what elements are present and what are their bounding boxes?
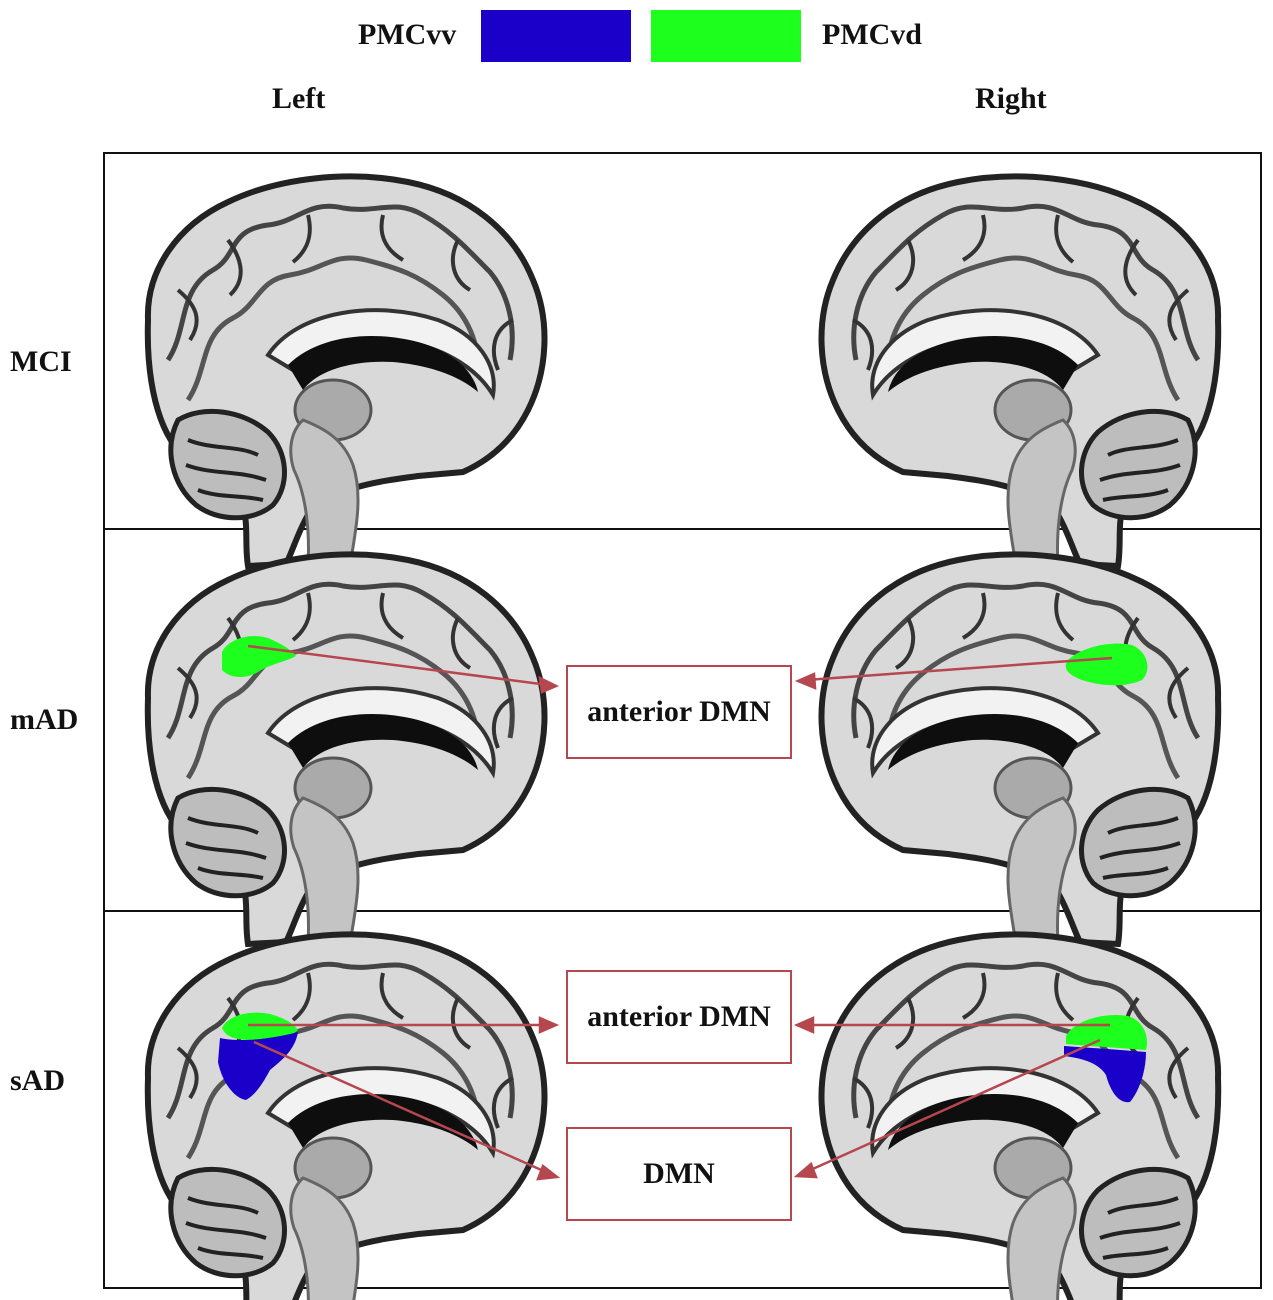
network-box-sad-anterior-dmn: anterior DMN xyxy=(566,970,792,1064)
arrow-mad-right-head xyxy=(794,672,817,690)
side-label-left: Left xyxy=(272,82,326,115)
side-label-right: Right xyxy=(975,82,1047,115)
region-sad-right-pmcvv xyxy=(1064,1046,1146,1103)
legend-swatch-pmcvd xyxy=(651,10,801,62)
legend-label-pmcvv: PMCvv xyxy=(358,18,457,51)
row-label-sad: sAD xyxy=(10,1064,66,1097)
arrow-sad-left-lower-head xyxy=(536,1163,561,1181)
network-box-mad-anterior-dmn: anterior DMN xyxy=(566,665,792,759)
arrow-mad-right xyxy=(805,656,1113,682)
arrow-sad-left-upper-head xyxy=(538,1016,560,1034)
brain-mad-right xyxy=(822,554,1219,945)
row-label-mci: MCI xyxy=(10,345,72,378)
panel-sad xyxy=(103,910,1262,1289)
arrows xyxy=(247,644,1113,1181)
brain-mci-left xyxy=(148,176,545,567)
brain-mci-right xyxy=(822,176,1219,567)
arrow-sad-right-lower-head xyxy=(793,1161,818,1179)
legend-swatch-pmcvv xyxy=(481,10,631,62)
row-label-mad: mAD xyxy=(10,703,79,736)
network-box-sad-dmn: DMN xyxy=(566,1127,792,1221)
brain-sad-left xyxy=(148,934,545,1300)
brain-sad-right xyxy=(822,934,1219,1300)
region-mad-left-pmcvd xyxy=(222,635,296,677)
region-sad-right-pmcvd xyxy=(1066,1014,1148,1050)
brain-mad-left xyxy=(148,554,545,945)
arrow-sad-right-lower xyxy=(805,1038,1101,1174)
region-sad-left-pmcvd xyxy=(222,1012,298,1040)
legend-label-pmcvd: PMCvd xyxy=(822,18,922,51)
arrow-mad-left xyxy=(247,644,549,687)
arrow-mad-left-head xyxy=(538,675,559,694)
arrow-sad-right-upper-head xyxy=(793,1016,815,1034)
region-mad-right-pmcvd xyxy=(1065,643,1148,686)
region-sad-left-pmcvv xyxy=(218,1032,298,1100)
arrow-sad-left-lower xyxy=(253,1040,549,1175)
